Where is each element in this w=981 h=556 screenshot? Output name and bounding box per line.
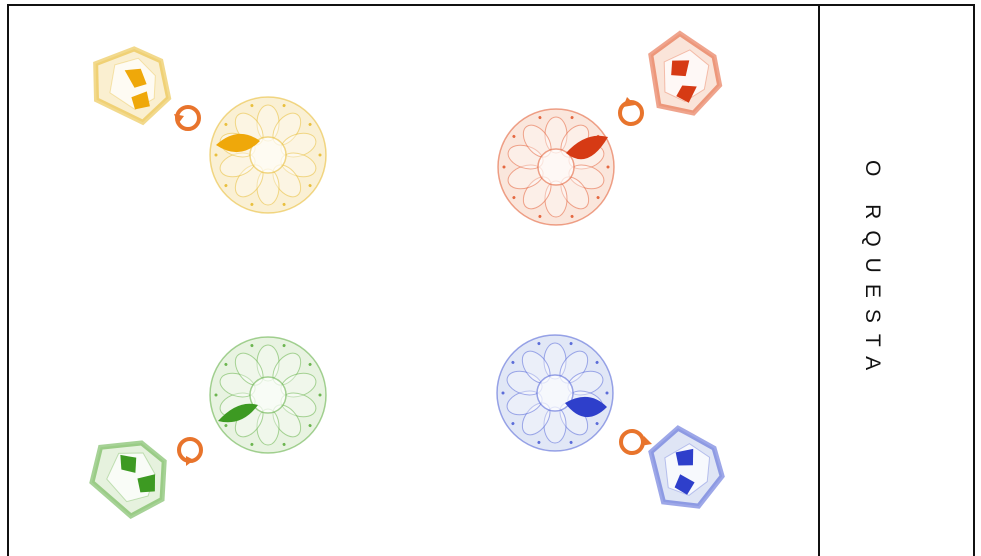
blue-sombrero — [496, 334, 614, 452]
yellow-sombrero-dot — [308, 122, 312, 126]
green-sombrero — [209, 336, 327, 454]
yellow-sombrero-dot — [214, 153, 218, 157]
green-dancer-figure — [89, 440, 167, 520]
yellow-dancer-figure — [93, 46, 172, 126]
red-sombrero-dot — [570, 214, 574, 218]
red-sombrero-highlight-petal — [566, 135, 608, 160]
green-sombrero-dot — [308, 424, 312, 428]
yellow-sombrero-dot — [250, 202, 254, 206]
green-sombrero-dot — [318, 393, 322, 397]
yellow-sombrero-dot — [224, 122, 228, 126]
blue-sombrero-dot — [537, 342, 541, 346]
blue-sombrero-dot — [595, 422, 599, 426]
red-sombrero-dot — [596, 196, 600, 200]
red-sombrero — [497, 108, 615, 226]
blue-sombrero-dot — [595, 360, 599, 364]
green-sombrero-dot — [282, 442, 286, 446]
red-dancer-figure — [648, 30, 723, 116]
red-sombrero-dot — [538, 116, 542, 120]
green-sombrero-dot — [214, 393, 218, 397]
blue-sombrero-highlight-petal — [565, 396, 607, 418]
yellow-sombrero-petals — [214, 104, 322, 206]
yellow-sombrero — [209, 96, 327, 214]
blue-sombrero-dot — [569, 440, 573, 444]
yellow-sombrero-crown — [249, 136, 287, 174]
blue-sombrero-dot — [605, 391, 609, 395]
yellow-sombrero-dot — [282, 104, 286, 108]
blue-sombrero-dot — [569, 342, 573, 346]
group-green — [89, 336, 327, 520]
green-sombrero-dot — [224, 362, 228, 366]
red-sombrero-dot — [538, 214, 542, 218]
yellow-sombrero-dot — [224, 184, 228, 188]
blue-sombrero-dot — [537, 440, 541, 444]
blue-sombrero-dot — [501, 391, 505, 395]
group-yellow — [93, 46, 327, 214]
yellow-sombrero-dot — [282, 202, 286, 206]
blue-sombrero-dot — [511, 422, 515, 426]
green-sombrero-dot — [250, 344, 254, 348]
group-blue — [496, 334, 725, 509]
red-sombrero-dot — [512, 196, 516, 200]
yellow-sombrero-highlight-petal — [216, 133, 260, 153]
blue-sombrero-dot — [511, 360, 515, 364]
green-sombrero-dot — [308, 362, 312, 366]
red-sombrero-dot — [502, 165, 506, 169]
stage-divider-line — [818, 4, 820, 556]
yellow-sombrero-dot — [250, 104, 254, 108]
yellow-sombrero-dot — [318, 153, 322, 157]
green-sombrero-dot — [224, 424, 228, 428]
red-rotate-arrow-icon — [618, 97, 644, 126]
green-sombrero-dot — [250, 442, 254, 446]
red-sombrero-dot — [606, 165, 610, 169]
red-sombrero-dot — [570, 116, 574, 120]
yellow-sombrero-dot — [308, 184, 312, 188]
green-sombrero-dot — [282, 344, 286, 348]
green-rotate-arrow-icon — [177, 437, 203, 466]
red-sombrero-dot — [512, 134, 516, 138]
blue-dancer-figure — [648, 425, 725, 509]
green-sombrero-highlight-petal — [218, 403, 258, 423]
yellow-rotate-arrow-icon — [174, 105, 201, 131]
dance-floor-frame — [7, 4, 975, 556]
group-red — [497, 30, 723, 226]
blue-rotate-arrow-icon — [619, 429, 652, 455]
